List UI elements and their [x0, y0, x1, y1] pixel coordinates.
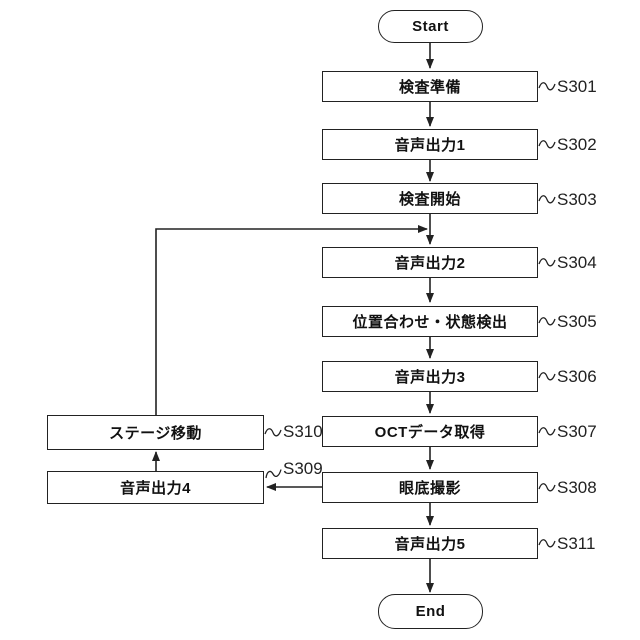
tilde-icon-s307	[538, 427, 556, 436]
tilde-icon-s309	[265, 469, 282, 479]
process-box-s307: OCTデータ取得	[322, 416, 538, 447]
step-id-s306: S306	[557, 367, 597, 386]
step-id-s301: S301	[557, 77, 597, 96]
end-terminal: End	[378, 594, 483, 629]
tilde-icon-s303	[538, 195, 556, 204]
step-id-s311: S311	[557, 534, 596, 553]
tilde-icon-s305	[538, 317, 556, 326]
end-label: End	[415, 603, 446, 620]
step-id-s303: S303	[557, 190, 597, 209]
process-box-s311: 音声出力5	[322, 528, 538, 559]
step-id-s309: S309	[283, 459, 323, 478]
process-label: ステージ移動	[109, 425, 202, 442]
process-box-s301: 検査準備	[322, 71, 538, 102]
process-label: 眼底撮影	[398, 480, 461, 497]
process-box-s305: 位置合わせ・状態検出	[322, 306, 538, 337]
step-id-s302: S302	[557, 135, 597, 154]
tilde-icon-s311	[538, 539, 556, 548]
process-box-s306: 音声出力3	[322, 361, 538, 392]
process-box-s309: 音声出力4	[47, 471, 264, 504]
process-box-s308: 眼底撮影	[322, 472, 538, 503]
process-box-s304: 音声出力2	[322, 247, 538, 278]
tilde-connectors	[264, 82, 556, 548]
step-id-s308: S308	[557, 478, 597, 497]
arrow-s310-loop-to-main	[155, 225, 428, 415]
process-label: 位置合わせ・状態検出	[352, 314, 508, 331]
process-label: OCTデータ取得	[374, 424, 486, 441]
process-box-s302: 音声出力1	[322, 129, 538, 160]
process-label: 音声出力1	[394, 137, 466, 154]
tilde-icon-s310	[264, 428, 282, 437]
process-label: 検査開始	[398, 191, 461, 208]
process-box-s310: ステージ移動	[47, 415, 264, 450]
start-label: Start	[412, 18, 449, 35]
tilde-icon-s308	[538, 483, 556, 492]
process-label: 音声出力4	[120, 480, 191, 497]
step-id-s307: S307	[557, 422, 597, 441]
start-terminal: Start	[378, 10, 483, 43]
process-label: 音声出力3	[394, 369, 466, 386]
step-id-s304: S304	[557, 253, 597, 272]
process-label: 検査準備	[398, 79, 461, 96]
tilde-icon-s301	[538, 82, 556, 91]
step-id-s305: S305	[557, 312, 597, 331]
tilde-icon-s302	[538, 140, 556, 149]
process-box-s303: 検査開始	[322, 183, 538, 214]
process-label: 音声出力5	[394, 536, 466, 553]
step-id-s310: S310	[283, 422, 323, 441]
flow-arrows	[152, 42, 434, 593]
tilde-icon-s306	[538, 372, 556, 381]
tilde-icon-s304	[538, 258, 556, 267]
process-label: 音声出力2	[394, 255, 466, 272]
